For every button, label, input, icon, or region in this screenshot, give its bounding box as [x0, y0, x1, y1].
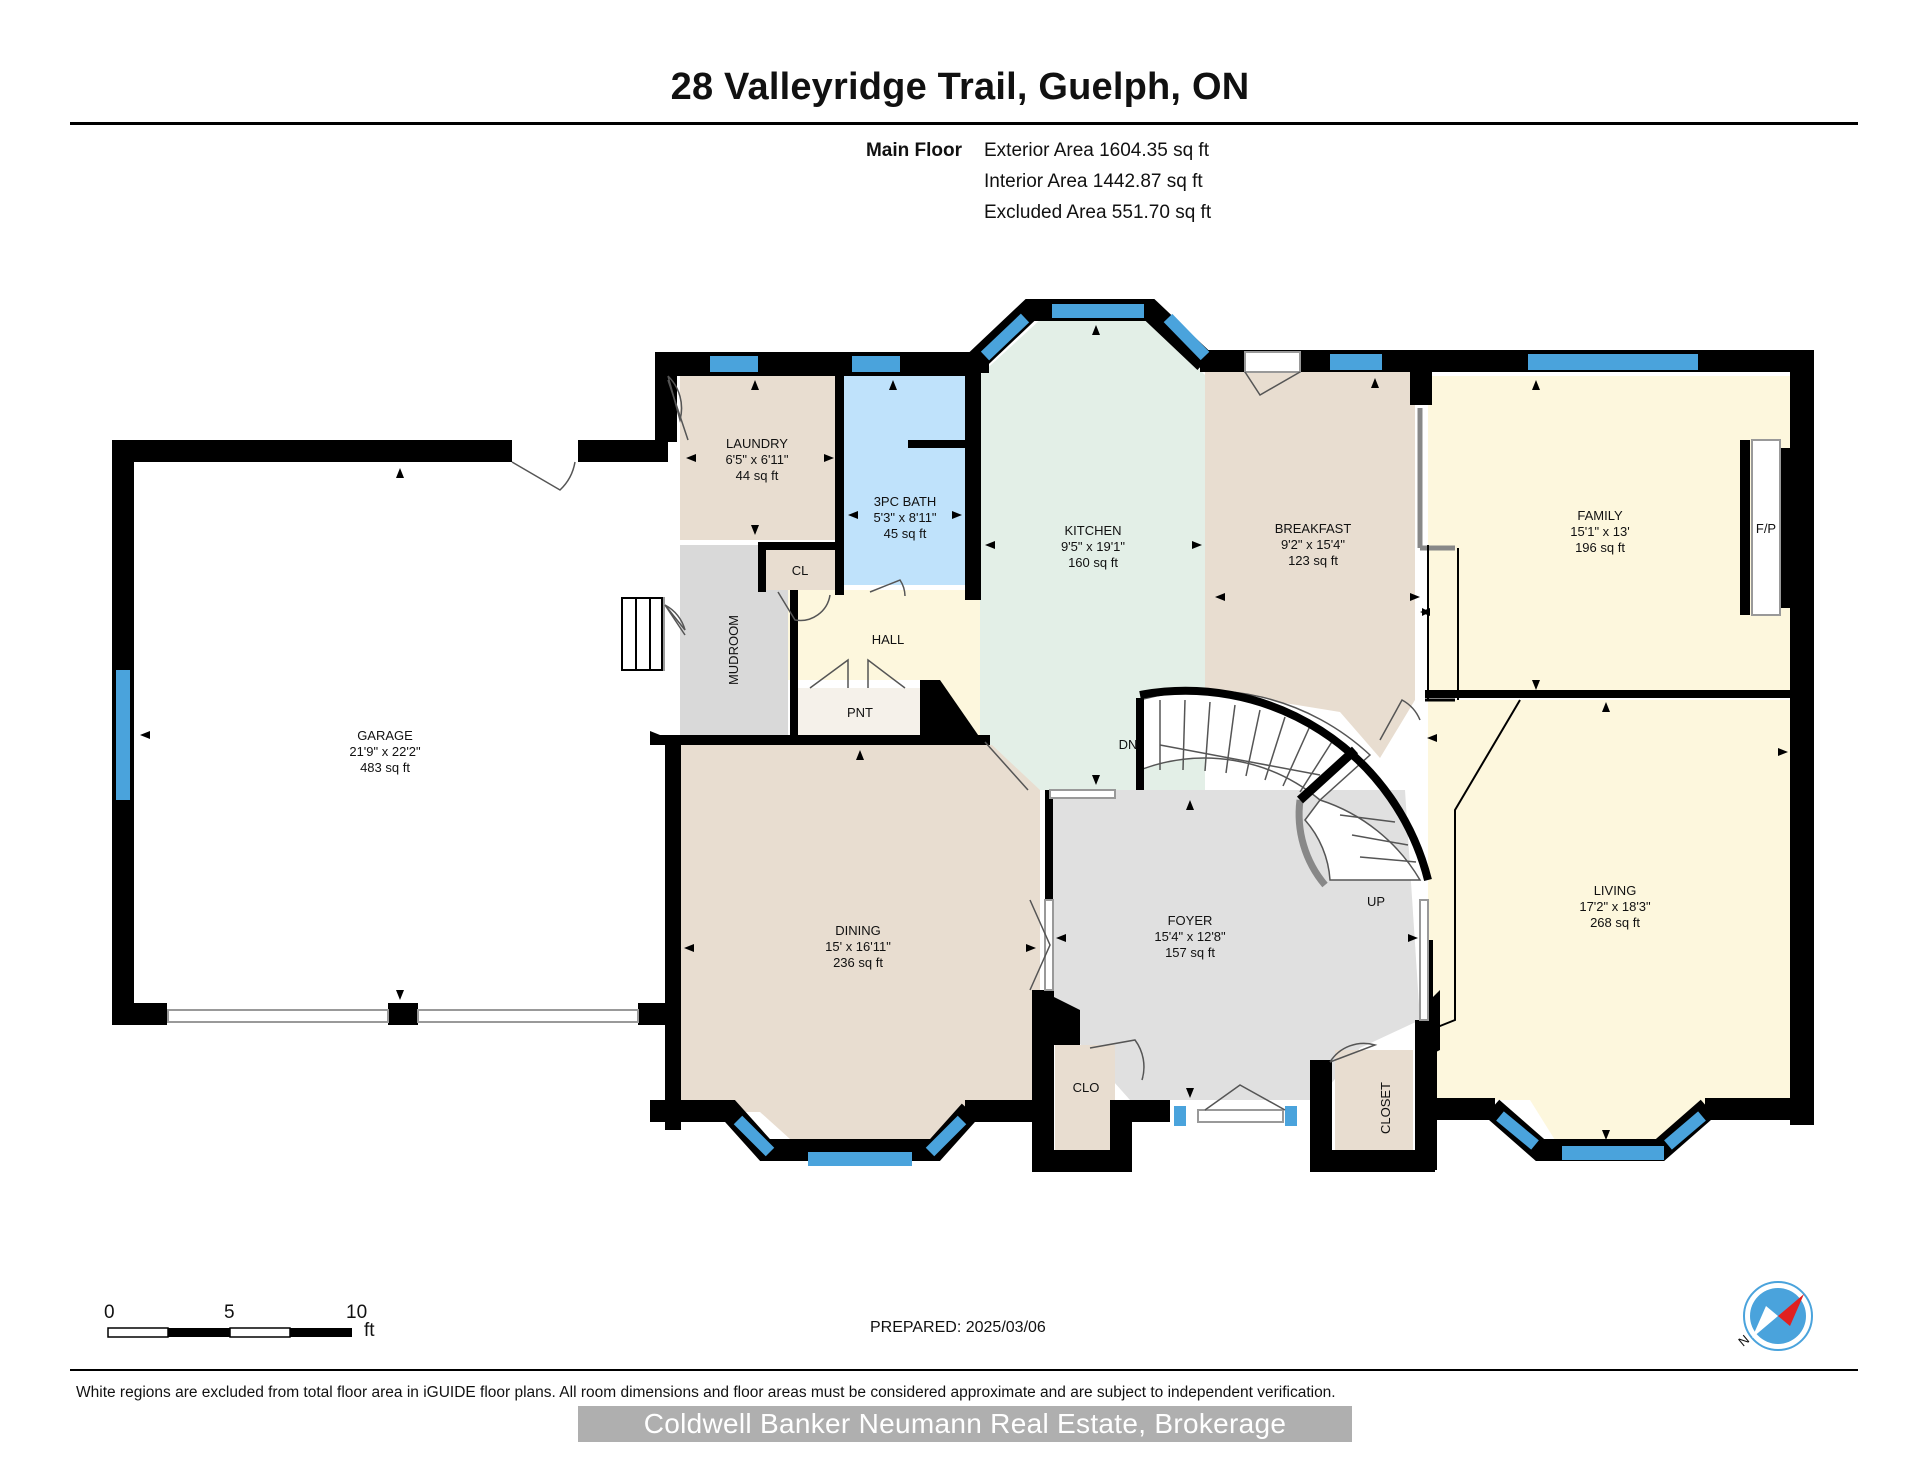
kitchen-dims: 9'5" x 19'1" [1061, 539, 1125, 554]
mudroom-label: MUDROOM [726, 615, 741, 685]
garage-area: 483 sq ft [360, 760, 410, 775]
family-dims: 15'1" x 13' [1570, 524, 1629, 539]
clo-label: CLO [1073, 1080, 1100, 1095]
bath-area: 45 sq ft [884, 526, 927, 541]
foyer-area: 157 sq ft [1165, 945, 1215, 960]
stairs-up-label: UP [1367, 894, 1385, 909]
family-name: FAMILY [1577, 508, 1623, 523]
family-area: 196 sq ft [1575, 540, 1625, 555]
dimension-arrows [140, 325, 1794, 1150]
closet-label: CLOSET [1378, 1082, 1393, 1134]
hall-label: HALL [872, 632, 905, 647]
bath-name: 3PC BATH [874, 494, 937, 509]
breakfast-floor [1205, 372, 1415, 758]
laundry-area: 44 sq ft [736, 468, 779, 483]
laundry-floor [680, 375, 838, 540]
laundry-name: LAUNDRY [726, 436, 788, 451]
laundry-dims: 6'5" x 6'11" [725, 452, 788, 467]
clo-floor [1055, 1045, 1115, 1150]
foyer-name: FOYER [1168, 913, 1213, 928]
garage-floor [135, 462, 665, 1012]
foyer-dims: 15'4" x 12'8" [1154, 929, 1226, 944]
stairs-down-label: DN [1119, 737, 1138, 752]
living-area: 268 sq ft [1590, 915, 1640, 930]
breakfast-dims: 9'2" x 15'4" [1281, 537, 1345, 552]
bath-dims: 5'3" x 8'11" [873, 510, 936, 525]
scale-tick-0: 0 [104, 1302, 115, 1323]
kitchen-floor [980, 318, 1205, 790]
living-name: LIVING [1594, 883, 1637, 898]
living-dims: 17'2" x 18'3" [1579, 899, 1651, 914]
scale-tick-10: 10 [346, 1302, 368, 1323]
openings [167, 351, 1781, 1123]
kitchen-name: KITCHEN [1064, 523, 1121, 538]
dining-area: 236 sq ft [833, 955, 883, 970]
closet-floor [1335, 1050, 1413, 1153]
breakfast-area: 123 sq ft [1288, 553, 1338, 568]
disclaimer: White regions are excluded from total fl… [76, 1384, 1336, 1401]
kitchen-area: 160 sq ft [1068, 555, 1118, 570]
garage-dims: 21'9" x 22'2" [349, 744, 421, 759]
door-swings [511, 371, 1421, 1111]
scale-tick-5: 5 [224, 1302, 235, 1323]
watermark: Coldwell Banker Neumann Real Estate, Bro… [578, 1406, 1352, 1442]
dining-floor [680, 745, 1040, 1148]
area-values: Exterior Area 1604.35 sq ft Interior Are… [984, 135, 1211, 228]
foyer-floor [1050, 790, 1420, 1100]
floor-label: Main Floor [865, 140, 962, 161]
breakfast-name: BREAKFAST [1275, 521, 1352, 536]
garage-name: GARAGE [357, 728, 413, 743]
living-floor [1428, 700, 1796, 1148]
excluded-area: Excluded Area 551.70 sq ft [984, 202, 1212, 223]
scale-unit: ft [364, 1320, 375, 1341]
interior-area: Interior Area 1442.87 sq ft [984, 171, 1203, 192]
cl-label: CL [792, 563, 809, 578]
garage-steps [621, 597, 663, 671]
scale-bar [107, 1327, 352, 1338]
page-title: 28 Valleyridge Trail, Guelph, ON [670, 66, 1250, 108]
compass-icon [1743, 1281, 1813, 1351]
pantry-floor [798, 688, 920, 738]
footer-divider [70, 1369, 1858, 1371]
fireplace-label: F/P [1756, 521, 1776, 536]
windows [116, 304, 1698, 1166]
dining-name: DINING [835, 923, 881, 938]
header-divider [70, 122, 1858, 125]
family-floor [1428, 376, 1796, 694]
cl-floor [763, 550, 835, 590]
exterior-area: Exterior Area 1604.35 sq ft [984, 140, 1209, 161]
pnt-label: PNT [847, 705, 873, 720]
bath-floor [843, 375, 968, 585]
dining-dims: 15' x 16'11" [825, 939, 891, 954]
hall-floor [788, 590, 980, 740]
prepared-date: PREPARED: 2025/03/06 [870, 1319, 1046, 1336]
